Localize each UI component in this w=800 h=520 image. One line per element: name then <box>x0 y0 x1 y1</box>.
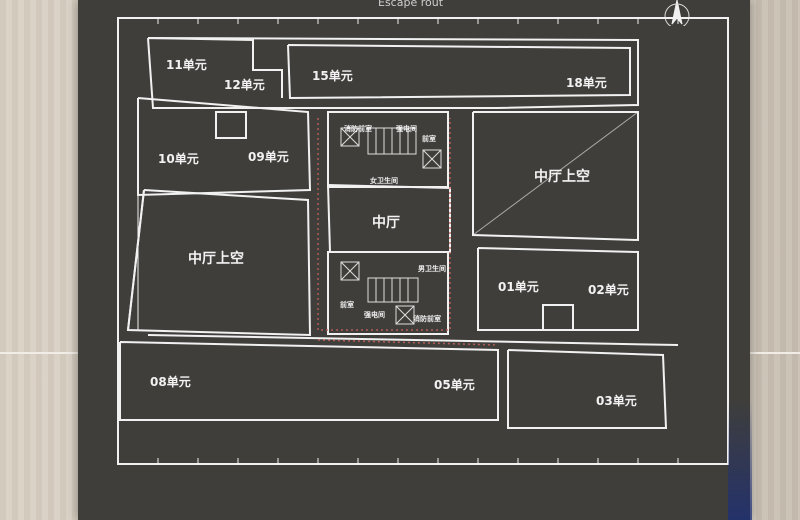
core-lower-elec-room: 强电间 <box>364 311 385 319</box>
north-wing-outline <box>147 37 639 109</box>
core-lower-fire-elevator: 消防前室 <box>413 315 441 323</box>
south-corridor-line <box>147 334 679 346</box>
floor-plan-board: Escape rout <box>78 0 752 520</box>
unit-05-label: 05单元 <box>434 378 475 392</box>
core-upper-restroom-f: 女卫生间 <box>370 177 398 185</box>
lower-core-outline <box>327 251 449 335</box>
unit-11-12-outline <box>147 37 283 98</box>
core-upper-fire-elevator: 消防前室 <box>344 125 372 133</box>
escape-route-dashed <box>317 118 499 346</box>
core-upper-elec-room: 强电间 <box>396 125 417 133</box>
board-top-text: Escape rout <box>378 0 444 9</box>
unit-01-core-block <box>542 304 574 331</box>
core-upper-well: 前室 <box>422 135 436 143</box>
unit-01-02-outline <box>477 247 639 331</box>
unit-18-label: 18单元 <box>566 76 607 90</box>
left-atrium-void-label: 中厅上空 <box>188 251 244 267</box>
plan-outer-frame <box>117 17 729 465</box>
unit-10-09-outline <box>137 97 312 197</box>
unit-08-05-outline <box>119 341 499 421</box>
unit-01-label: 01单元 <box>498 280 539 294</box>
upper-core-outline <box>327 111 449 188</box>
unit-09-core-block <box>215 111 247 139</box>
unit-03-outline <box>507 349 668 429</box>
atrium-label: 中厅 <box>372 215 400 231</box>
unit-15-label: 15单元 <box>312 69 353 83</box>
unit-03-label: 03单元 <box>596 394 637 408</box>
left-atrium-void-diagonal <box>127 189 145 331</box>
unit-15-18-outline <box>287 44 631 100</box>
unit-10-label: 10单元 <box>158 152 199 166</box>
unit-11-label: 11单元 <box>166 58 207 72</box>
stair-and-elevator-graphics <box>340 127 442 325</box>
unit-09-label: 09单元 <box>248 150 289 164</box>
right-atrium-void-outline <box>472 111 639 242</box>
right-atrium-void-diagonal <box>472 111 639 236</box>
unit-08-label: 08单元 <box>150 375 191 389</box>
core-lower-well: 前室 <box>340 301 354 309</box>
unit-12-label: 12单元 <box>224 78 265 92</box>
unit-02-label: 02单元 <box>588 283 629 297</box>
core-lower-restroom-m: 男卫生间 <box>418 265 446 273</box>
floor-plan-lines <box>117 17 729 465</box>
window-ticks <box>157 18 679 464</box>
right-atrium-void-label: 中厅上空 <box>534 169 590 185</box>
